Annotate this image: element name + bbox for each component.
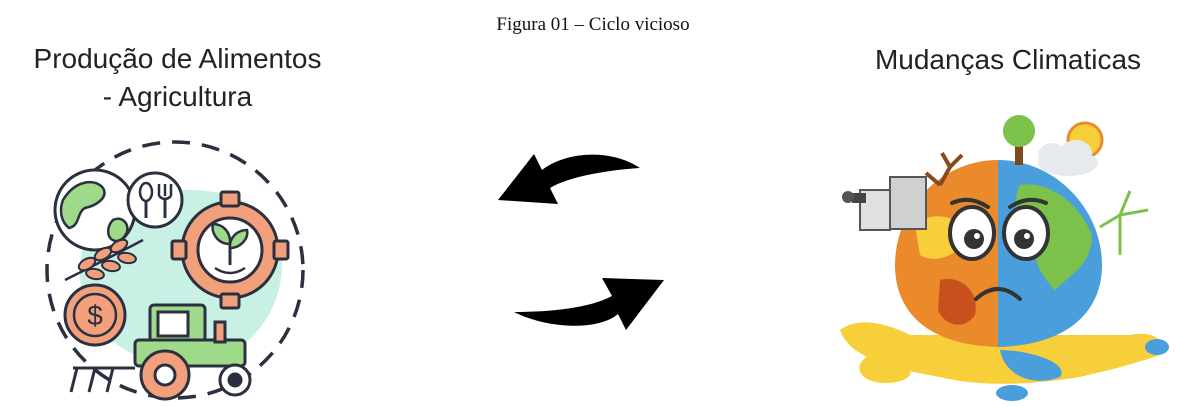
wind-turbine-icon	[1099, 190, 1149, 255]
arrow-to-right	[514, 278, 664, 330]
food-production-agriculture-icon: $	[45, 140, 305, 401]
climate-change-title: Mudanças Climaticas	[874, 44, 1142, 75]
wheat-icon	[64, 238, 144, 282]
globe-icon	[53, 168, 137, 252]
cycle-arrows-icon	[498, 154, 664, 330]
tractor-icon	[69, 303, 252, 401]
food-production-title: Produção de Alimentos - Agricultura	[0, 40, 355, 116]
sad-melting-earth-icon	[840, 115, 1169, 401]
factory-icon	[842, 176, 927, 231]
dollar-coin-icon: $	[63, 283, 127, 347]
food-production-title-line2: - Agricultura	[102, 81, 253, 112]
svg-text:$: $	[87, 300, 103, 331]
gear-plant-icon	[170, 190, 290, 310]
arrow-to-left	[498, 154, 640, 204]
dead-tree-icon	[924, 152, 964, 187]
dashed-ring	[45, 140, 305, 400]
green-tree-icon	[1003, 115, 1035, 165]
sad-face-icon	[948, 197, 1050, 301]
cloud-icon	[1038, 140, 1098, 176]
food-production-title-line1: Produção de Alimentos	[33, 43, 322, 74]
fork-spoon-icon	[126, 171, 184, 229]
figure-caption: Figura 01 – Ciclo vicioso	[496, 14, 690, 35]
